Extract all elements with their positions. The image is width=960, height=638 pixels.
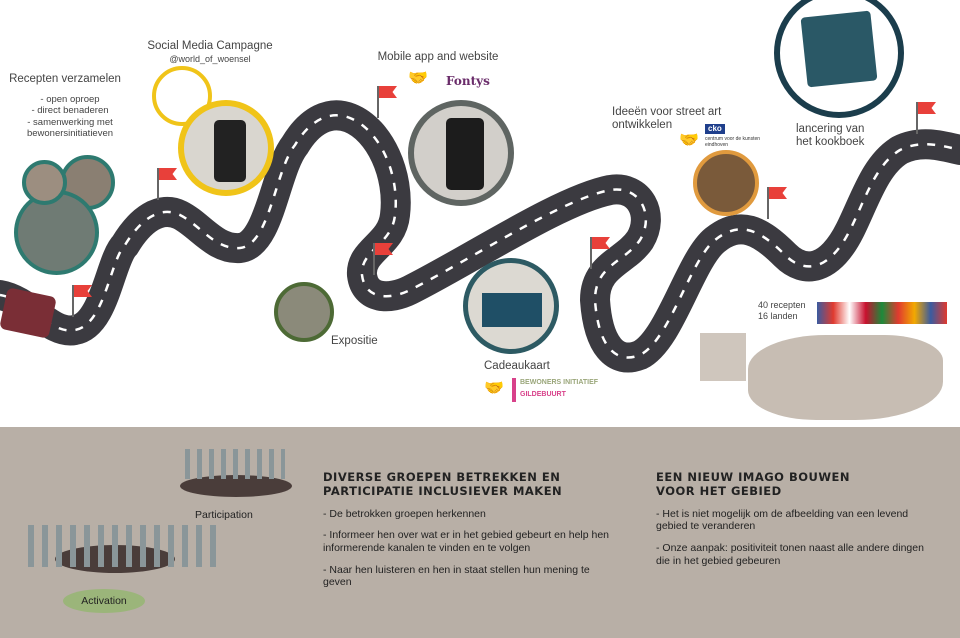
countries-count: 16 landen [758,311,798,321]
title-line: Ideeën voor street art [612,106,722,118]
heading-line: participatie inclusiever maken [323,484,563,499]
recepten-photo [22,160,67,205]
column-heading: Diverse groepen betrekken en participati… [323,470,618,499]
partner-line: BEWONERS INITIATIEF [520,379,599,386]
milestone-recepten-title: Recepten verzamelen [9,73,121,85]
milestone-flag [377,86,379,118]
participation-label: Participation [195,509,253,521]
column-participation: Diverse groepen betrekken en participati… [323,470,618,589]
instagram-phone-image [178,100,274,196]
column-imago: Een nieuw imago bouwen voor het gebied -… [656,470,931,567]
country-flags [817,302,947,324]
roadmap-road [0,100,960,373]
list-item: - samenwerking met [27,116,113,128]
handshake-icon: 🤝 [679,132,699,149]
handshake-icon: 🤝 [484,380,504,397]
recepten-photo [14,190,99,275]
participation-illustration [180,475,292,497]
gildebuurt-logo-mark [512,378,516,402]
milestone-recepten-items: - open oproep - direct benaderen - samen… [10,94,130,140]
milestone-expositie-title: Expositie [331,335,378,347]
cko-subtitle: centrum voor de kunsten eindhoven [705,136,761,148]
point: - Het is niet mogelijk om de afbeelding … [656,507,909,533]
cko-logo: cko [705,124,725,134]
milestone-flag [373,243,375,275]
world-map [748,335,943,420]
heading-line: voor het gebied [656,484,782,499]
heading-line: Een nieuw imago bouwen [656,470,851,484]
milestone-social-title: Social Media Campagne [147,40,273,52]
point: - Naar hen luisteren en hen in staat ste… [323,563,590,589]
list-item: bewonersinitiatieven [26,128,114,140]
expositie-photo [274,282,334,342]
recipes-count: 40 recepten [758,300,806,310]
handshake-icon: 🤝 [408,70,428,87]
milestone-streetart-title: Ideeën voor street art ontwikkelen [612,106,721,132]
street-art-photo [693,150,759,216]
column-heading: Een nieuw imago bouwen voor het gebied [656,470,931,499]
milestone-kookboek-title: lancering van het kookboek [796,123,864,149]
milestone-flag [767,187,769,219]
title-line: het kookboek [796,136,865,148]
heading-line: Diverse groepen betrekken en [323,470,561,484]
kookboek-image [774,0,904,118]
fontys-logo: Fontys [446,74,490,88]
milestone-flag [72,285,74,317]
milestone-cadeau-title: Cadeaukaart [484,360,550,372]
milestone-flag [590,237,592,269]
people-figures [185,449,285,479]
milestone-flag [916,102,918,134]
partner-line: GILDEBUURT [520,391,566,398]
cadeaukaart-image [463,258,559,354]
bottom-panel: Participation Activation Diverse groepen… [0,427,960,638]
list-item: - open oproep [40,94,100,105]
title-line: ontwikkelen [612,119,673,131]
list-item: - direct benaderen [31,105,109,117]
milestone-flag [157,168,159,200]
point: - Onze aanpak: positiviteit tonen naast … [656,541,924,567]
neighbourhood-map [700,333,746,381]
road-center-line [0,114,960,359]
milestone-social-handle: @world_of_woensel [169,54,251,64]
gildebuurt-logo: BEWONERS INITIATIEF GILDEBUURT [520,378,598,399]
mobile-app-image [408,100,514,206]
activation-label: Activation [63,589,145,613]
point: - De betrokken groepen herkennen [323,507,486,520]
milestone-mobile-title: Mobile app and website [377,51,499,63]
stats-text: 40 recepten 16 landen [758,300,806,322]
point: - Informeer hen over wat er in het gebie… [323,529,610,554]
people-figures [28,525,218,567]
title-line: lancering van [796,123,865,135]
